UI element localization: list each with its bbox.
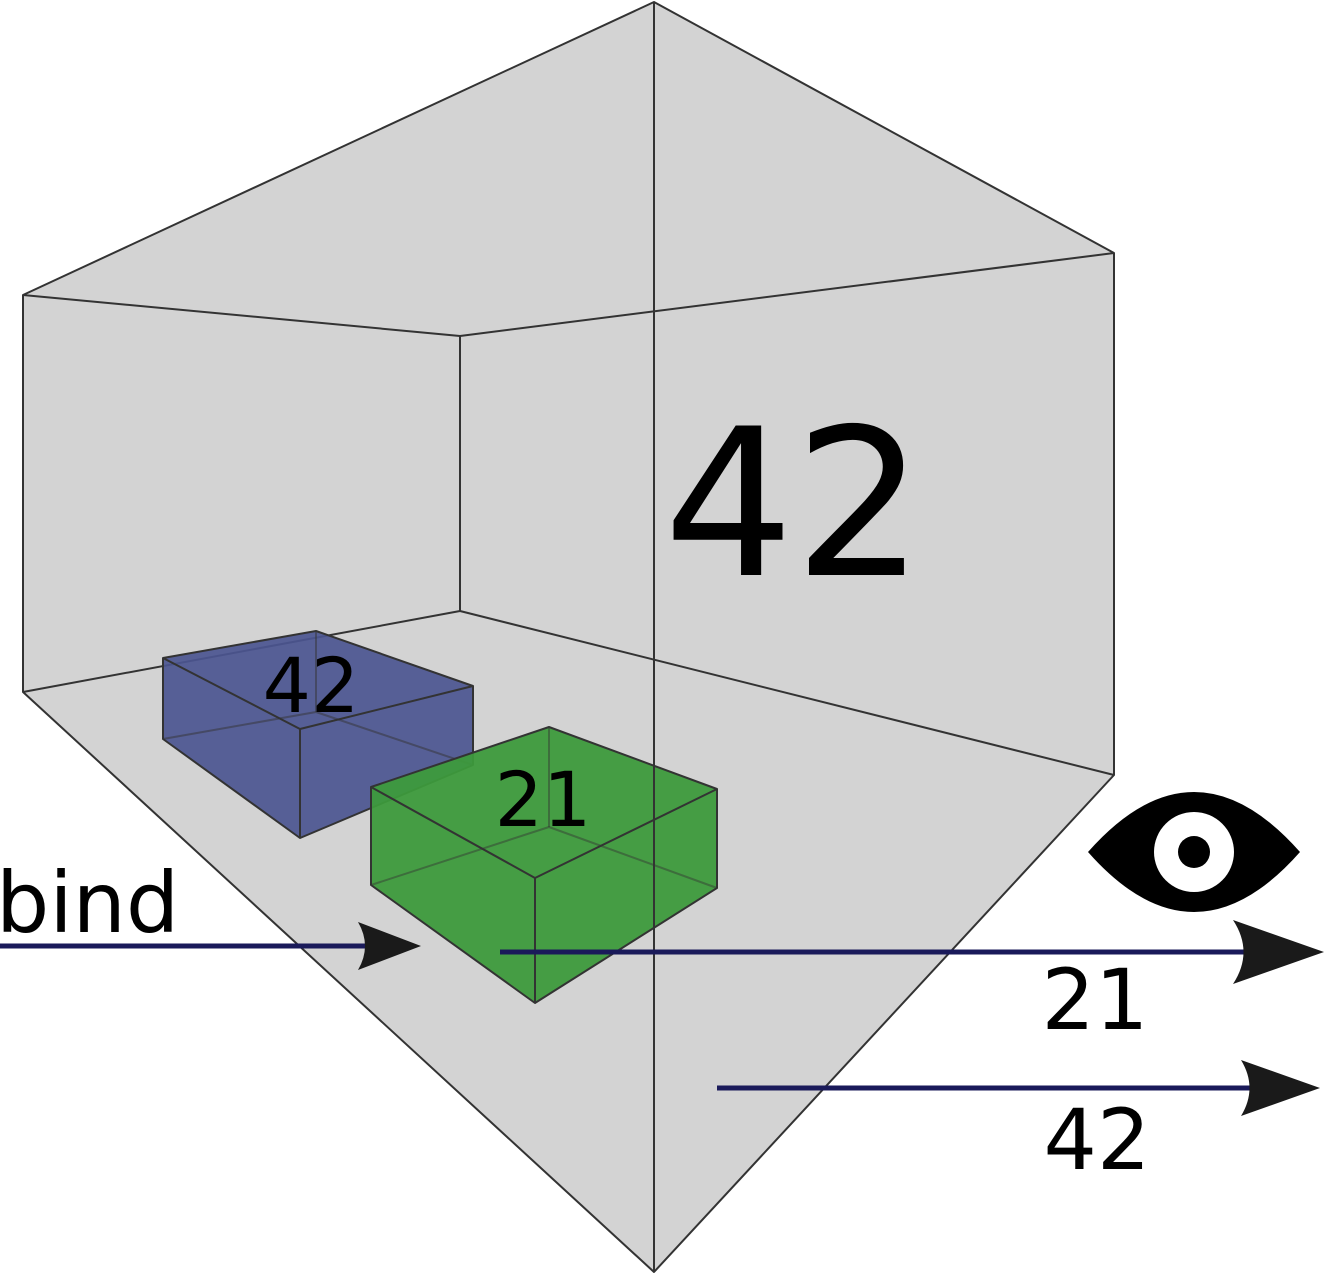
output-arrow-lower-label: 42 <box>1044 1091 1151 1189</box>
bind-arrow <box>0 922 421 970</box>
eye-icon-pupil <box>1178 836 1210 868</box>
outer-box-label: 42 <box>664 386 925 624</box>
bind-arrow-head <box>358 922 421 970</box>
eye-icon <box>1088 792 1300 912</box>
bind-label: bind <box>0 854 179 952</box>
output-arrow-lower <box>717 1060 1320 1116</box>
green-box <box>370 726 718 1004</box>
green-box-body <box>370 726 718 1004</box>
output-arrow-lower-head <box>1241 1060 1320 1116</box>
output-arrow-upper <box>500 920 1324 984</box>
blue-box-label: 42 <box>263 641 360 730</box>
output-arrow-upper-head <box>1233 920 1324 984</box>
green-box-hidden-edges <box>370 826 718 889</box>
outer-box-body <box>22 1 1115 1273</box>
outer-box <box>22 1 1115 1273</box>
green-box-label: 21 <box>495 755 592 844</box>
output-arrow-upper-label: 21 <box>1042 951 1149 1049</box>
